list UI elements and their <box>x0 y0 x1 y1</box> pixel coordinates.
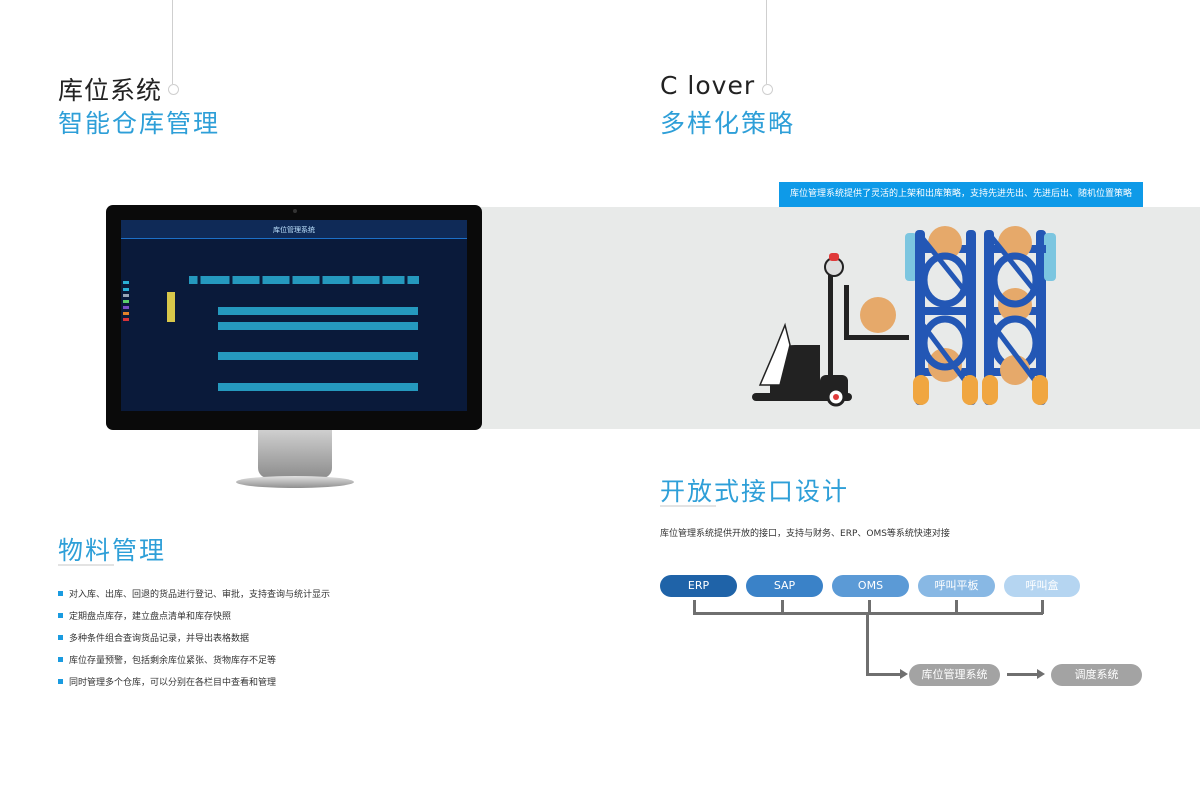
right-header-dot <box>762 84 773 95</box>
screen-app-title: 库位管理系统 <box>273 226 315 234</box>
wms-box: 库位管理系统 <box>909 664 1000 686</box>
bullet-square <box>58 678 63 684</box>
flow-to-dispatch-line <box>1007 673 1039 676</box>
flow-tick <box>868 600 871 614</box>
materials-list: 对入库、出库、回退的货品进行登记、审批，支持查询与统计显示 定期盘点库存，建立盘… <box>58 582 330 692</box>
bullet-square <box>58 656 63 662</box>
source-call-box: 呼叫盒 <box>1004 575 1080 597</box>
list-item: 多种条件组合查询货品记录，并导出表格数据 <box>58 626 330 648</box>
arrow-right-icon <box>1037 669 1045 679</box>
list-item: 对入库、出库、回退的货品进行登记、审批，支持查询与统计显示 <box>58 582 330 604</box>
flow-tick <box>955 600 958 614</box>
flow-down-line <box>866 614 869 676</box>
bullet-square <box>58 590 63 596</box>
monitor-base <box>236 476 354 488</box>
interface-title: 开放式接口设计 <box>660 477 850 506</box>
strategy-banner: 库位管理系统提供了灵活的上架和出库策略，支持先进先出、先进后出、随机位置策略 <box>779 182 1143 207</box>
list-item: 库位存量预警，包括剩余库位紧张、货物库存不足等 <box>58 648 330 670</box>
materials-underline <box>58 564 114 566</box>
dispatch-box: 调度系统 <box>1051 664 1142 686</box>
monitor-stand <box>258 430 332 478</box>
materials-title: 物料管理 <box>58 536 167 565</box>
forklift-rack-illustration <box>752 226 1056 407</box>
right-subtitle: 多样化策略 <box>660 109 796 138</box>
right-title: C lover <box>660 71 756 100</box>
flow-tick <box>693 600 696 614</box>
list-item: 同时管理多个仓库，可以分别在各栏目中查看和管理 <box>58 670 330 692</box>
source-erp: ERP <box>660 575 737 597</box>
arrow-right-icon <box>900 669 908 679</box>
bullet-square <box>58 634 63 640</box>
left-header-line <box>172 0 173 84</box>
source-oms: OMS <box>832 575 909 597</box>
monitor-camera <box>293 209 297 213</box>
list-item: 定期盘点库存，建立盘点清单和库存快照 <box>58 604 330 626</box>
screen-topbar <box>121 220 467 239</box>
interface-description: 库位管理系统提供开放的接口，支持与财务、ERP、OMS等系统快速对接 <box>660 529 950 539</box>
screen-grid <box>123 276 419 391</box>
source-sap: SAP <box>746 575 823 597</box>
left-header-dot <box>168 84 179 95</box>
bullet-square <box>58 612 63 618</box>
right-header-line <box>766 0 767 84</box>
source-call-tablet: 呼叫平板 <box>918 575 995 597</box>
flow-tick <box>781 600 784 614</box>
left-title: 库位系统 <box>58 76 163 105</box>
flow-to-wms-line <box>866 673 902 676</box>
monitor-screen: 库位管理系统 <box>121 220 467 411</box>
interface-underline <box>660 505 716 507</box>
flow-tick <box>1041 600 1044 614</box>
left-subtitle: 智能仓库管理 <box>58 109 221 138</box>
